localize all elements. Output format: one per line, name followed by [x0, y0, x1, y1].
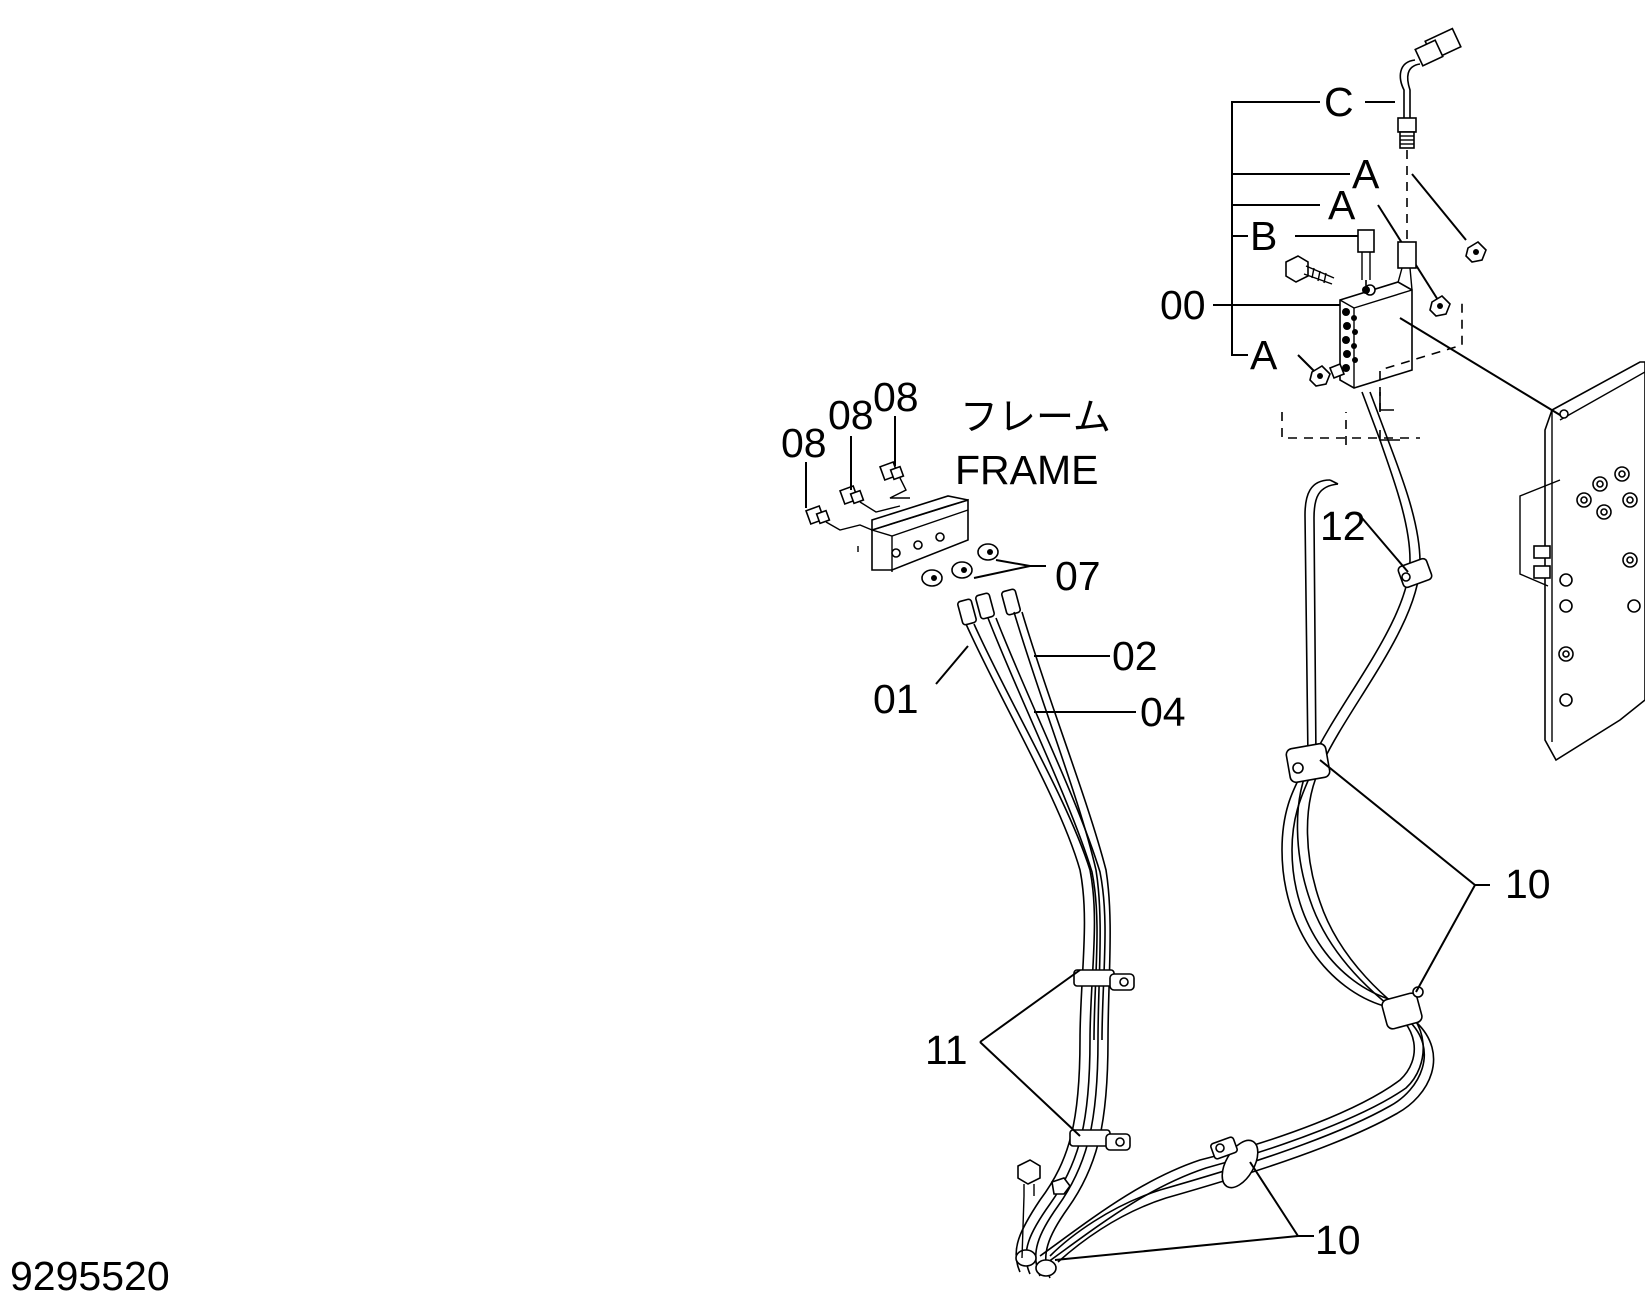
clamp-11-lower: [1069, 1129, 1131, 1151]
frame-label-en: FRAME: [955, 447, 1099, 493]
callout-a-upper: A: [1352, 151, 1380, 197]
left-hose-ends: [957, 588, 1021, 626]
leader-lines-left: [805, 416, 1136, 1137]
fastener-nut-middle: [1429, 294, 1451, 317]
callout-12: 12: [1320, 503, 1366, 549]
callout-11: 11: [925, 1027, 968, 1073]
manifold-block: [1328, 281, 1413, 389]
callout-04: 04: [1140, 689, 1186, 735]
callout-07: 07: [1055, 553, 1101, 599]
fitting-08-middle: [839, 485, 901, 513]
clamp-10-upper: [1285, 742, 1331, 784]
clamp-12: [1397, 557, 1433, 589]
callout-a-lower: A: [1250, 332, 1278, 378]
callout-a-middle: A: [1328, 182, 1356, 228]
callout-10-lower: 10: [1315, 1217, 1361, 1263]
callout-08-left: 08: [781, 420, 827, 466]
frame-label-jp: フレーム: [960, 395, 1111, 439]
drawing-number: 9295520: [10, 1253, 170, 1299]
callout-00: 00: [1160, 282, 1206, 328]
fitting-07-set: [921, 543, 1046, 587]
mounting-bolt: [1285, 255, 1335, 285]
callout-02: 02: [1112, 633, 1158, 679]
fitting-08-left: [805, 505, 873, 531]
clamp-11-upper: [1073, 969, 1135, 991]
callout-b: B: [1250, 213, 1277, 259]
callout-01: 01: [873, 676, 919, 722]
fitting-08-right: [879, 461, 910, 499]
bottom-bolts: [1017, 1159, 1071, 1259]
frame-block: [857, 495, 969, 572]
pressure-sensor-with-connector: [1397, 27, 1462, 240]
fastener-nut-lower: [1309, 364, 1331, 387]
leader-lines-right: [1054, 517, 1490, 1261]
fastener-nut-right: [1465, 240, 1487, 263]
callout-10-upper: 10: [1505, 861, 1551, 907]
clamp-10-lower: [1210, 1136, 1259, 1189]
callout-c: C: [1324, 79, 1354, 125]
mounting-plate-outline: [1281, 300, 1463, 445]
callout-08-right: 08: [873, 374, 919, 420]
side-control-panel: [1399, 317, 1645, 762]
callout-08-middle: 08: [828, 392, 874, 438]
